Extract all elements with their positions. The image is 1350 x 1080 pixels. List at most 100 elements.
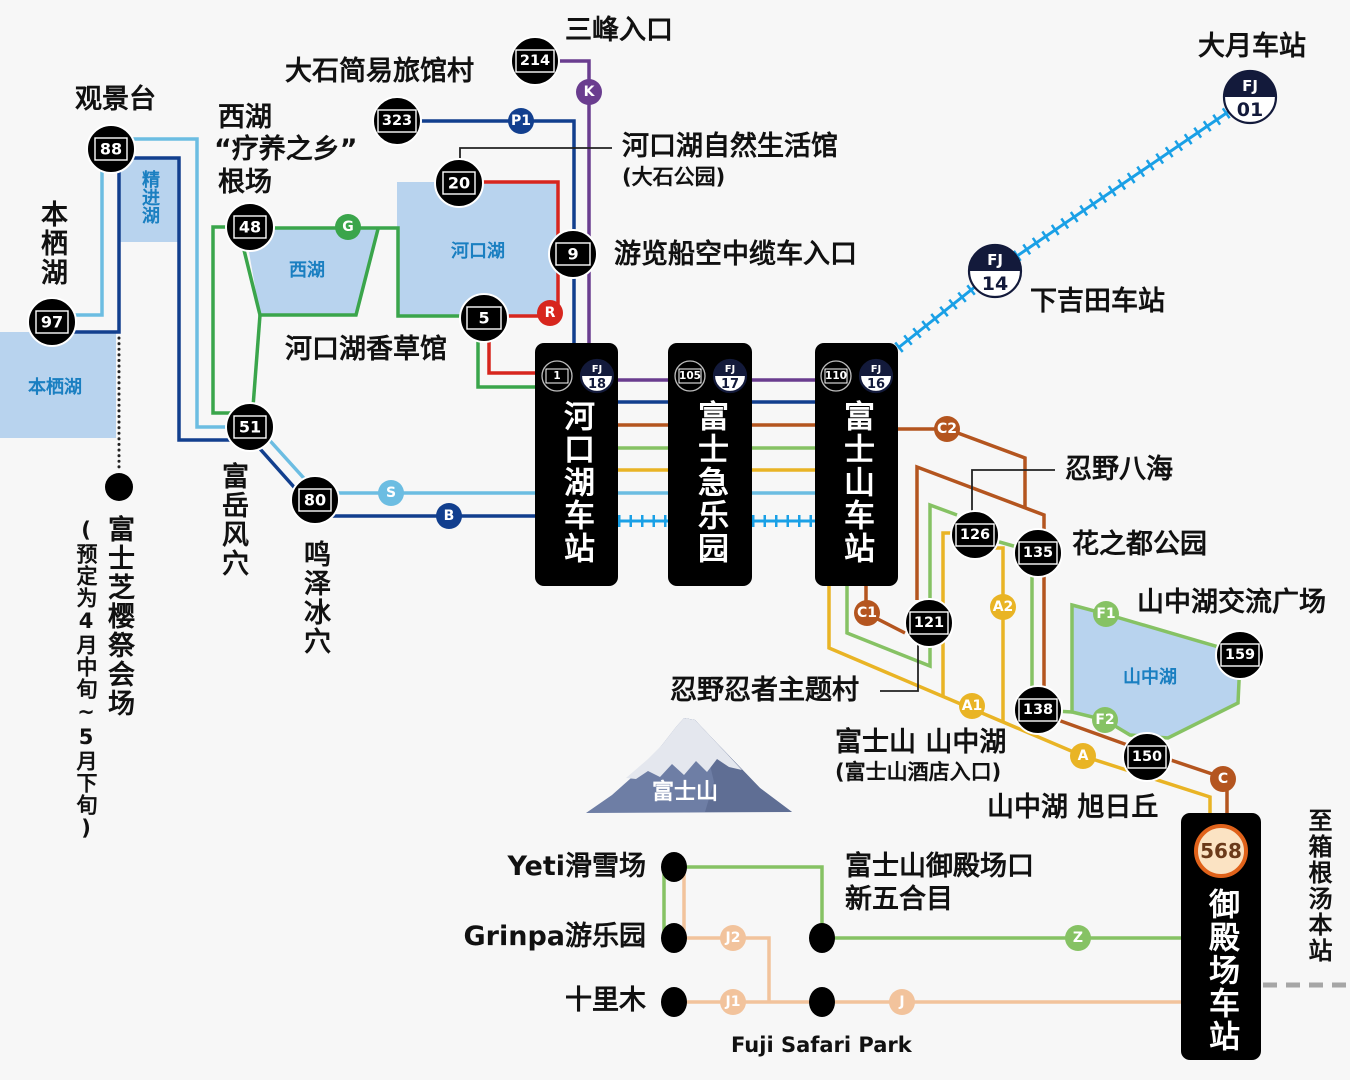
route-segment bbox=[898, 427, 1027, 507]
stop-number: 110 bbox=[825, 370, 847, 382]
route-segment bbox=[1043, 713, 1229, 813]
bus-stop-126: 126 bbox=[950, 510, 1000, 560]
stop-number: 5 bbox=[478, 309, 489, 328]
bus-stop-150: 150 bbox=[1122, 732, 1172, 782]
stop-number: 105 bbox=[679, 370, 701, 382]
stop-name-5: 河口湖香草馆 bbox=[285, 334, 447, 365]
bus-stop-97: 97 bbox=[27, 297, 77, 347]
badge-label: J2 bbox=[725, 930, 741, 946]
route-badge-z: Z bbox=[1065, 925, 1091, 951]
route-badge-c2: C2 bbox=[934, 416, 960, 442]
stop-number: 214 bbox=[520, 53, 550, 69]
route-badge-s: S bbox=[378, 480, 404, 506]
bus-stop-135: 135 bbox=[1013, 528, 1063, 578]
route-badge-a: A bbox=[1070, 743, 1096, 769]
route-line-light-green bbox=[618, 446, 1242, 940]
badge-label: A bbox=[1078, 748, 1089, 764]
stop-dot-grinpa bbox=[661, 923, 687, 953]
stop-name-jurigi: 十里木 bbox=[565, 985, 646, 1016]
callout-line-stop-126 bbox=[971, 469, 1055, 513]
terminal-name-gotemba: 御殿场车站 bbox=[1203, 888, 1239, 1053]
stop-name-126: 忍野八海 bbox=[1065, 454, 1173, 485]
badge-label: C bbox=[1218, 771, 1228, 787]
stop-name-grinpa: Grinpa游乐园 bbox=[463, 921, 646, 952]
bus-stop-9: 9 bbox=[548, 229, 598, 279]
route-badge-f1: F1 bbox=[1093, 601, 1119, 627]
lake-saiko bbox=[245, 229, 378, 315]
lake-label-shoji: 精进湖 bbox=[139, 170, 160, 224]
stop-number: 121 bbox=[914, 615, 944, 631]
bus-stop-214: 214 bbox=[510, 36, 560, 86]
lake-label-saiko: 西湖 bbox=[289, 260, 325, 281]
stop-name-48-line2: “疗养之乡” bbox=[214, 134, 358, 165]
stop-dot-gotemba-5th-station bbox=[809, 923, 835, 953]
stop-number: 568 bbox=[1200, 839, 1242, 863]
stop-name-135: 花之都公园 bbox=[1072, 529, 1207, 560]
route-segment bbox=[674, 936, 771, 1002]
route-badge-p1: P1 bbox=[508, 108, 534, 134]
callout-line-stop-20 bbox=[459, 147, 612, 160]
stop-dot-shibazakura bbox=[105, 473, 133, 501]
stop-name-121: 忍野忍者主题村 bbox=[670, 675, 859, 706]
badge-label: S bbox=[386, 485, 396, 501]
terminal-gotemba-station: 568 bbox=[1181, 813, 1261, 1060]
fj-line-code: FJ bbox=[871, 364, 882, 375]
stop-name-323: 大石简易旅馆村 bbox=[285, 56, 474, 87]
stop-dot-jurigi bbox=[661, 987, 687, 1017]
bus-stop-80: 80 bbox=[290, 475, 340, 525]
stop-number: 150 bbox=[1132, 749, 1162, 765]
stop-number: 80 bbox=[304, 491, 326, 510]
yamanaka-loop bbox=[1070, 602, 1242, 740]
badge-label: R bbox=[545, 305, 556, 321]
badge-label: J bbox=[898, 994, 904, 1010]
bus-stop-159: 159 bbox=[1215, 630, 1265, 680]
badge-label: F1 bbox=[1096, 606, 1115, 622]
fj-line-code: FJ bbox=[725, 364, 736, 375]
stop-name-51: 富岳风穴 bbox=[217, 462, 248, 578]
stop-number: 48 bbox=[239, 218, 261, 237]
callout-line-stop-121 bbox=[880, 645, 919, 692]
bus-stop-88: 88 bbox=[86, 124, 136, 174]
route-badge-r: R bbox=[537, 300, 563, 326]
rail-station-name-shimoyoshida: 下吉田车站 bbox=[1030, 286, 1165, 317]
route-badge-j1: J1 bbox=[720, 989, 746, 1015]
badge-label: A1 bbox=[962, 698, 983, 714]
rail-station-name-otsuki: 大月车站 bbox=[1198, 31, 1306, 62]
fj-line-code: FJ bbox=[592, 364, 603, 375]
stop-dot-yeti bbox=[661, 852, 687, 882]
fj-station-badge: FJ 16 bbox=[858, 358, 894, 394]
stop-number: 159 bbox=[1225, 647, 1255, 663]
fj-line-code: FJ bbox=[1242, 77, 1258, 95]
route-segment bbox=[250, 226, 484, 318]
lake-label-motosu: 本栖湖 bbox=[28, 377, 82, 398]
badge-label: K bbox=[584, 84, 596, 100]
route-badge-k: K bbox=[576, 79, 602, 105]
badge-label: F2 bbox=[1095, 712, 1114, 728]
fj-line-code: FJ bbox=[987, 251, 1003, 269]
badge-label: A2 bbox=[993, 599, 1014, 615]
route-badge-j2: J2 bbox=[720, 925, 746, 951]
lake-label-kawaguchi: 河口湖 bbox=[451, 241, 505, 262]
stop-name-20: 河口湖自然生活馆 bbox=[622, 131, 838, 162]
route-segment bbox=[845, 502, 958, 669]
stop-name-gotemba-5th-line2: 新五合目 bbox=[845, 884, 953, 915]
stop-name-9: 游览船空中缆车入口 bbox=[614, 239, 857, 270]
terminal-name-fujikyu-highland: 富士急乐园 bbox=[692, 400, 728, 565]
lake-shoji bbox=[120, 158, 179, 242]
route-segment bbox=[990, 546, 1005, 722]
bus-stop-5: 5 bbox=[459, 293, 509, 343]
stop-note-shibazakura: (预定为4月中旬~5月下旬) bbox=[74, 518, 98, 841]
terminal-fujikyu-highland: 105 FJ 17 bbox=[668, 343, 752, 586]
bus-stop-121: 121 bbox=[904, 598, 954, 648]
stop-name-80: 鸣泽冰穴 bbox=[299, 540, 330, 656]
badge-label: J1 bbox=[725, 994, 741, 1010]
badge-label: C2 bbox=[937, 421, 957, 437]
railway-ties bbox=[618, 92, 1254, 527]
bus-stop-323: 323 bbox=[372, 96, 422, 146]
route-line-purple bbox=[535, 59, 815, 382]
badge-label: G bbox=[342, 219, 354, 235]
lake-label-yamanaka: 山中湖 bbox=[1123, 667, 1177, 688]
route-badge-g: G bbox=[335, 214, 361, 240]
fj-station-badge: FJ 18 bbox=[579, 358, 615, 394]
stop-number: 126 bbox=[960, 527, 990, 543]
